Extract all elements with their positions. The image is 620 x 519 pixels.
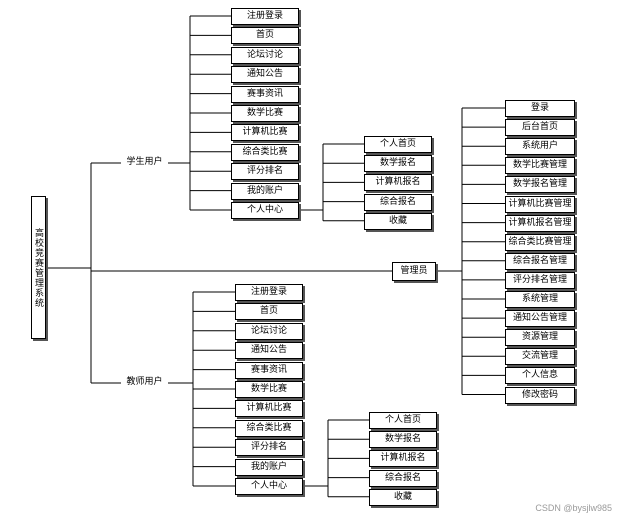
teacher-center-item-3: 计算机报名 [369,450,437,468]
student-item-8: 综合类比赛 [231,143,299,161]
student-item-10: 我的账户 [231,182,299,200]
teacher-item-7: 计算机比赛 [235,400,303,418]
admin-item-10: 评分排名管理 [505,271,575,289]
admin-item-11: 系统管理 [505,291,575,308]
admin-item-13: 资源管理 [505,329,575,347]
student-item-5: 赛事资讯 [231,85,299,103]
student-item-7: 计算机比赛 [231,124,299,142]
student-item-2: 首页 [231,27,299,45]
teacher-center-item-4: 综合报名 [369,469,437,487]
root-system-node: 高校竞赛管理系统 [31,196,46,339]
teacher-item-2: 首页 [235,303,303,321]
teacher-center-item-5: 收藏 [369,488,437,506]
teacher-item-10: 我的账户 [235,458,303,476]
admin-item-3: 系统用户 [505,138,575,156]
watermark: CSDN @bysjlw985 [535,503,612,513]
admin-item-4: 数学比赛管理 [505,157,575,175]
student-center-item-1: 个人首页 [364,136,432,153]
admin-item-12: 通知公告管理 [505,310,575,328]
student-item-11: 个人中心 [231,202,299,219]
admin-item-9: 综合报名管理 [505,252,575,270]
admin-item-16: 修改密码 [505,386,575,404]
teacher-item-5: 赛事资讯 [235,361,303,379]
admin-item-8: 综合类比赛管理 [505,233,575,251]
admin-item-14: 交流管理 [505,348,575,366]
admin-item-5: 数学报名管理 [505,176,575,194]
teacher-item-4: 通知公告 [235,342,303,360]
admin-node: 管理员 [392,262,436,281]
admin-item-7: 计算机报名管理 [505,214,575,232]
student-center-item-3: 计算机报名 [364,174,432,192]
teacher-item-11: 个人中心 [235,478,303,495]
student-center-item-4: 综合报名 [364,193,432,211]
admin-item-1: 登录 [505,100,575,117]
admin-item-2: 后台首页 [505,119,575,137]
student-center-item-2: 数学报名 [364,155,432,173]
teacher-item-6: 数学比赛 [235,381,303,398]
teacher-item-3: 论坛讨论 [235,322,303,340]
admin-item-6: 计算机比赛管理 [505,195,575,213]
teacher-item-9: 评分排名 [235,439,303,457]
student-item-1: 注册登录 [231,8,299,25]
student-item-9: 评分排名 [231,163,299,181]
teacher-center-item-2: 数学报名 [369,431,437,449]
student-item-3: 论坛讨论 [231,46,299,64]
student-item-6: 数学比赛 [231,105,299,122]
student-center-item-5: 收藏 [364,212,432,230]
admin-item-15: 个人信息 [505,367,575,385]
teacher-user-node: 教师用户 [126,377,163,387]
student-user-node: 学生用户 [126,157,163,167]
teacher-item-8: 综合类比赛 [235,419,303,437]
teacher-center-item-1: 个人首页 [369,412,437,429]
student-item-4: 通知公告 [231,66,299,84]
teacher-item-1: 注册登录 [235,284,303,301]
